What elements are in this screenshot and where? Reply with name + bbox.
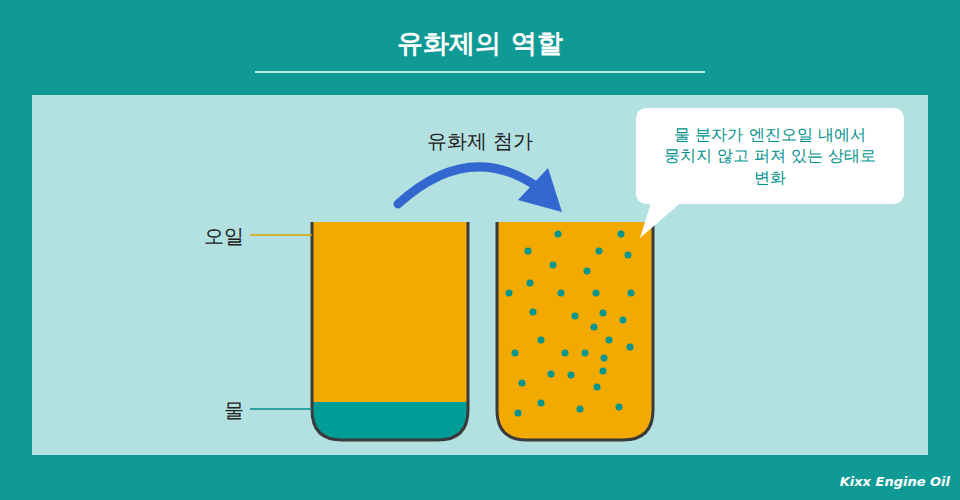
water-droplet xyxy=(625,252,632,259)
water-droplet xyxy=(525,248,532,255)
arrow-head xyxy=(518,168,562,212)
water-droplet xyxy=(538,400,545,407)
part-label: 오일 xyxy=(140,223,244,250)
water-droplet xyxy=(555,231,562,238)
callout-bubble: 물 분자가 엔진오일 내에서 뭉치지 않고 퍼져 있는 상태로 변화 xyxy=(636,108,904,204)
leader-line xyxy=(250,408,312,410)
water-droplet xyxy=(577,406,584,413)
water-droplet xyxy=(530,309,537,316)
water-droplet xyxy=(562,350,569,357)
water-droplet xyxy=(601,355,608,362)
arrow-label: 유화제 첨가 xyxy=(380,128,580,155)
oil xyxy=(312,222,468,440)
water-droplet xyxy=(512,350,519,357)
water-droplet xyxy=(600,368,607,375)
water-droplet xyxy=(582,350,589,357)
beaker-after xyxy=(497,222,653,440)
leader-line xyxy=(250,234,312,236)
beaker-outline xyxy=(497,222,653,440)
callout-text: 물 분자가 엔진오일 내에서 뭉치지 않고 퍼져 있는 상태로 변화 xyxy=(654,124,886,189)
beaker-outline xyxy=(312,222,468,440)
oil xyxy=(497,222,653,440)
title-rule xyxy=(255,71,705,73)
water-droplet xyxy=(519,380,526,387)
water-droplet xyxy=(594,384,601,391)
water-droplet xyxy=(606,337,613,344)
water-droplet xyxy=(538,337,545,344)
part-label: 물 xyxy=(140,397,244,424)
water xyxy=(312,402,468,440)
beaker-before xyxy=(312,222,468,440)
water-droplet xyxy=(627,344,634,351)
panel xyxy=(32,95,928,455)
title: 유화제의 역할 xyxy=(0,26,960,61)
water-droplet xyxy=(572,313,579,320)
process-arrow xyxy=(398,167,536,204)
water-droplet xyxy=(591,324,598,331)
water-droplet xyxy=(548,371,555,378)
water-droplet xyxy=(550,262,557,269)
water-droplet xyxy=(506,290,513,297)
water-droplet xyxy=(568,372,575,379)
water-droplet xyxy=(616,404,623,411)
water-droplet xyxy=(527,280,534,287)
water-droplet xyxy=(558,290,565,297)
water-droplet xyxy=(515,410,522,417)
callout-tail xyxy=(640,200,684,238)
water-droplet xyxy=(596,248,603,255)
watermark: Kixx Engine Oil xyxy=(700,474,950,489)
water-droplet xyxy=(628,290,635,297)
water-droplet xyxy=(584,268,591,275)
water-droplet xyxy=(593,290,600,297)
water-droplet xyxy=(620,317,627,324)
water-droplet xyxy=(600,310,607,317)
water-droplets xyxy=(506,231,635,417)
water-droplet xyxy=(618,231,625,238)
